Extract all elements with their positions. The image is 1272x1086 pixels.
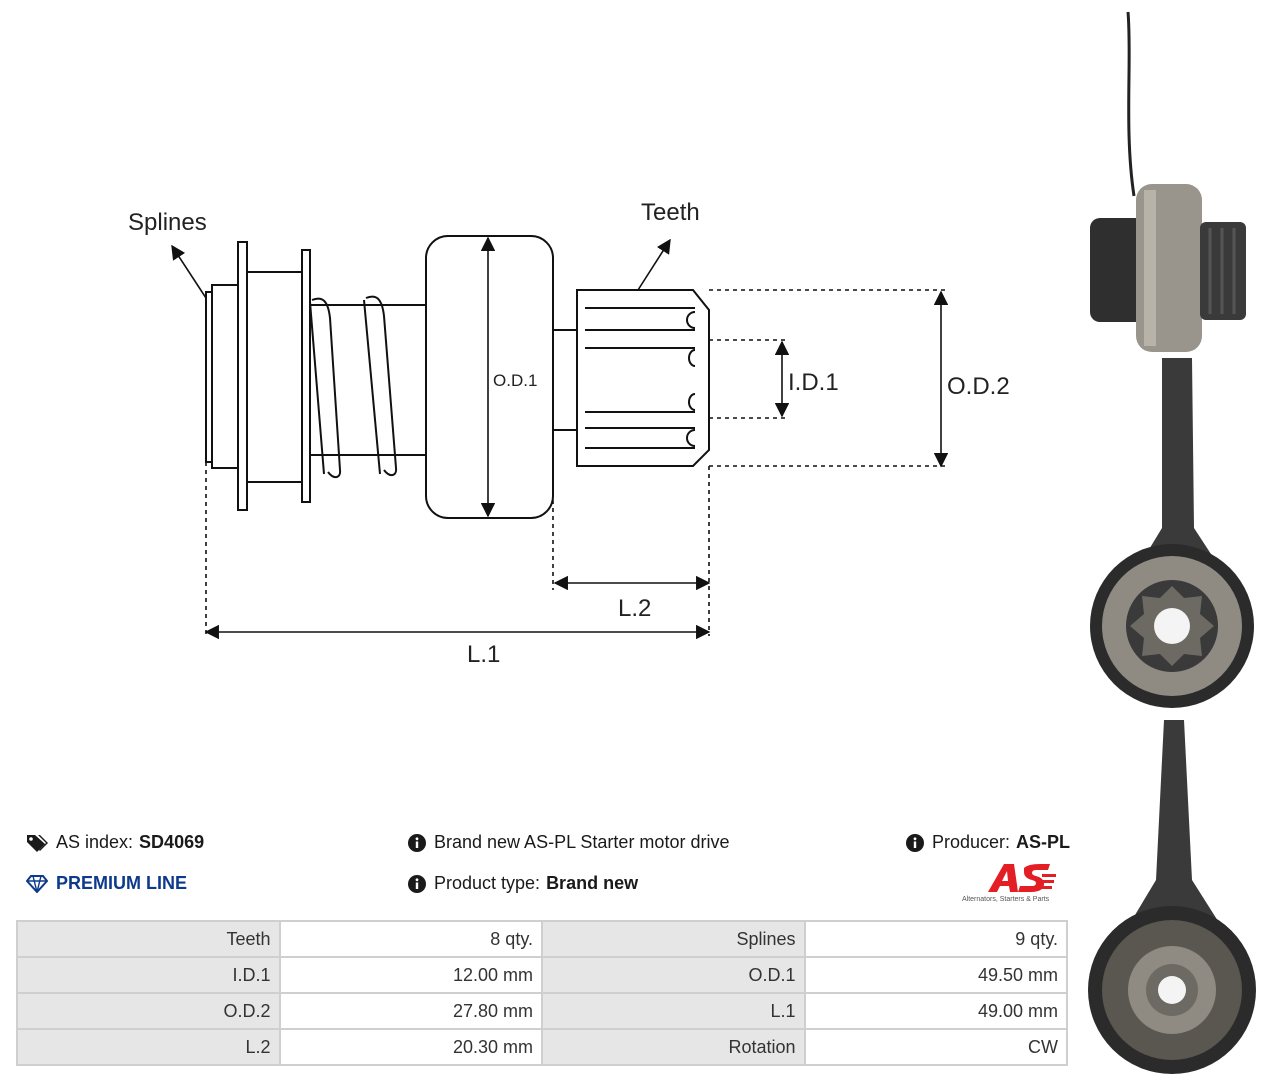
- description: Brand new AS-PL Starter motor drive: [408, 832, 729, 853]
- product-photo-back: [1088, 720, 1256, 1074]
- table-row: O.D.2 27.80 mm L.1 49.00 mm: [18, 994, 1066, 1028]
- spec-key: L.1: [543, 994, 804, 1028]
- product-type-label: Product type:: [434, 873, 541, 893]
- spec-key: Splines: [543, 922, 804, 956]
- spec-value: CW: [805, 1030, 1066, 1064]
- spec-value: 12.00 mm: [280, 958, 541, 992]
- specs-table: Teeth 8 qty. Splines 9 qty. I.D.1 12.00 …: [16, 920, 1068, 1066]
- as-pl-logo: Alternators, Starters & Parts: [962, 862, 1072, 908]
- diamond-icon: [26, 874, 48, 893]
- technical-diagram: Splines Teeth O.D.1 I.D.1 O.D.2 L.2 L.1: [128, 199, 1010, 668]
- spec-value: 20.30 mm: [280, 1030, 541, 1064]
- product-photo-front: [1090, 358, 1254, 708]
- description-text: Brand new AS-PL Starter motor drive: [434, 832, 730, 852]
- product-type: Product type: Brand new: [408, 873, 638, 894]
- spec-key: I.D.1: [18, 958, 279, 992]
- spec-key: O.D.2: [18, 994, 279, 1028]
- premium-line-label: PREMIUM LINE: [56, 873, 188, 893]
- producer-label: Producer:: [932, 832, 1011, 852]
- spec-value: 49.50 mm: [805, 958, 1066, 992]
- splines-label: Splines: [128, 209, 207, 236]
- info-icon: [408, 874, 426, 893]
- od1-label: O.D.1: [493, 371, 537, 390]
- teeth-label: Teeth: [641, 199, 700, 226]
- product-photos: [1088, 11, 1256, 1074]
- spec-key: O.D.1: [543, 958, 804, 992]
- spec-key: L.2: [18, 1030, 279, 1064]
- as-index: AS index: SD4069: [26, 832, 204, 853]
- tags-icon: [26, 833, 48, 853]
- spec-value: 27.80 mm: [280, 994, 541, 1028]
- id1-label: I.D.1: [788, 369, 839, 396]
- spec-value: 8 qty.: [280, 922, 541, 956]
- info-icon: [408, 833, 426, 852]
- l2-label: L.2: [618, 595, 651, 622]
- producer-value: AS-PL: [1016, 832, 1071, 852]
- product-photo-side: [1090, 11, 1246, 352]
- as-index-label: AS index:: [56, 832, 134, 852]
- spec-value: 9 qty.: [805, 922, 1066, 956]
- as-index-value: SD4069: [139, 832, 205, 852]
- logo-caption: Alternators, Starters & Parts: [962, 896, 1050, 903]
- product-type-value: Brand new: [546, 873, 639, 893]
- producer: Producer: AS-PL: [906, 832, 1070, 853]
- info-icon: [906, 833, 924, 852]
- od2-label: O.D.2: [947, 373, 1010, 400]
- drive-outline: [205, 235, 710, 519]
- table-row: L.2 20.30 mm Rotation CW: [18, 1030, 1066, 1064]
- premium-line-badge: PREMIUM LINE: [26, 873, 187, 894]
- table-row: I.D.1 12.00 mm O.D.1 49.50 mm: [18, 958, 1066, 992]
- spec-key: Rotation: [543, 1030, 804, 1064]
- spec-key: Teeth: [18, 922, 279, 956]
- spec-value: 49.00 mm: [805, 994, 1066, 1028]
- table-row: Teeth 8 qty. Splines 9 qty.: [18, 922, 1066, 956]
- l1-label: L.1: [467, 641, 500, 668]
